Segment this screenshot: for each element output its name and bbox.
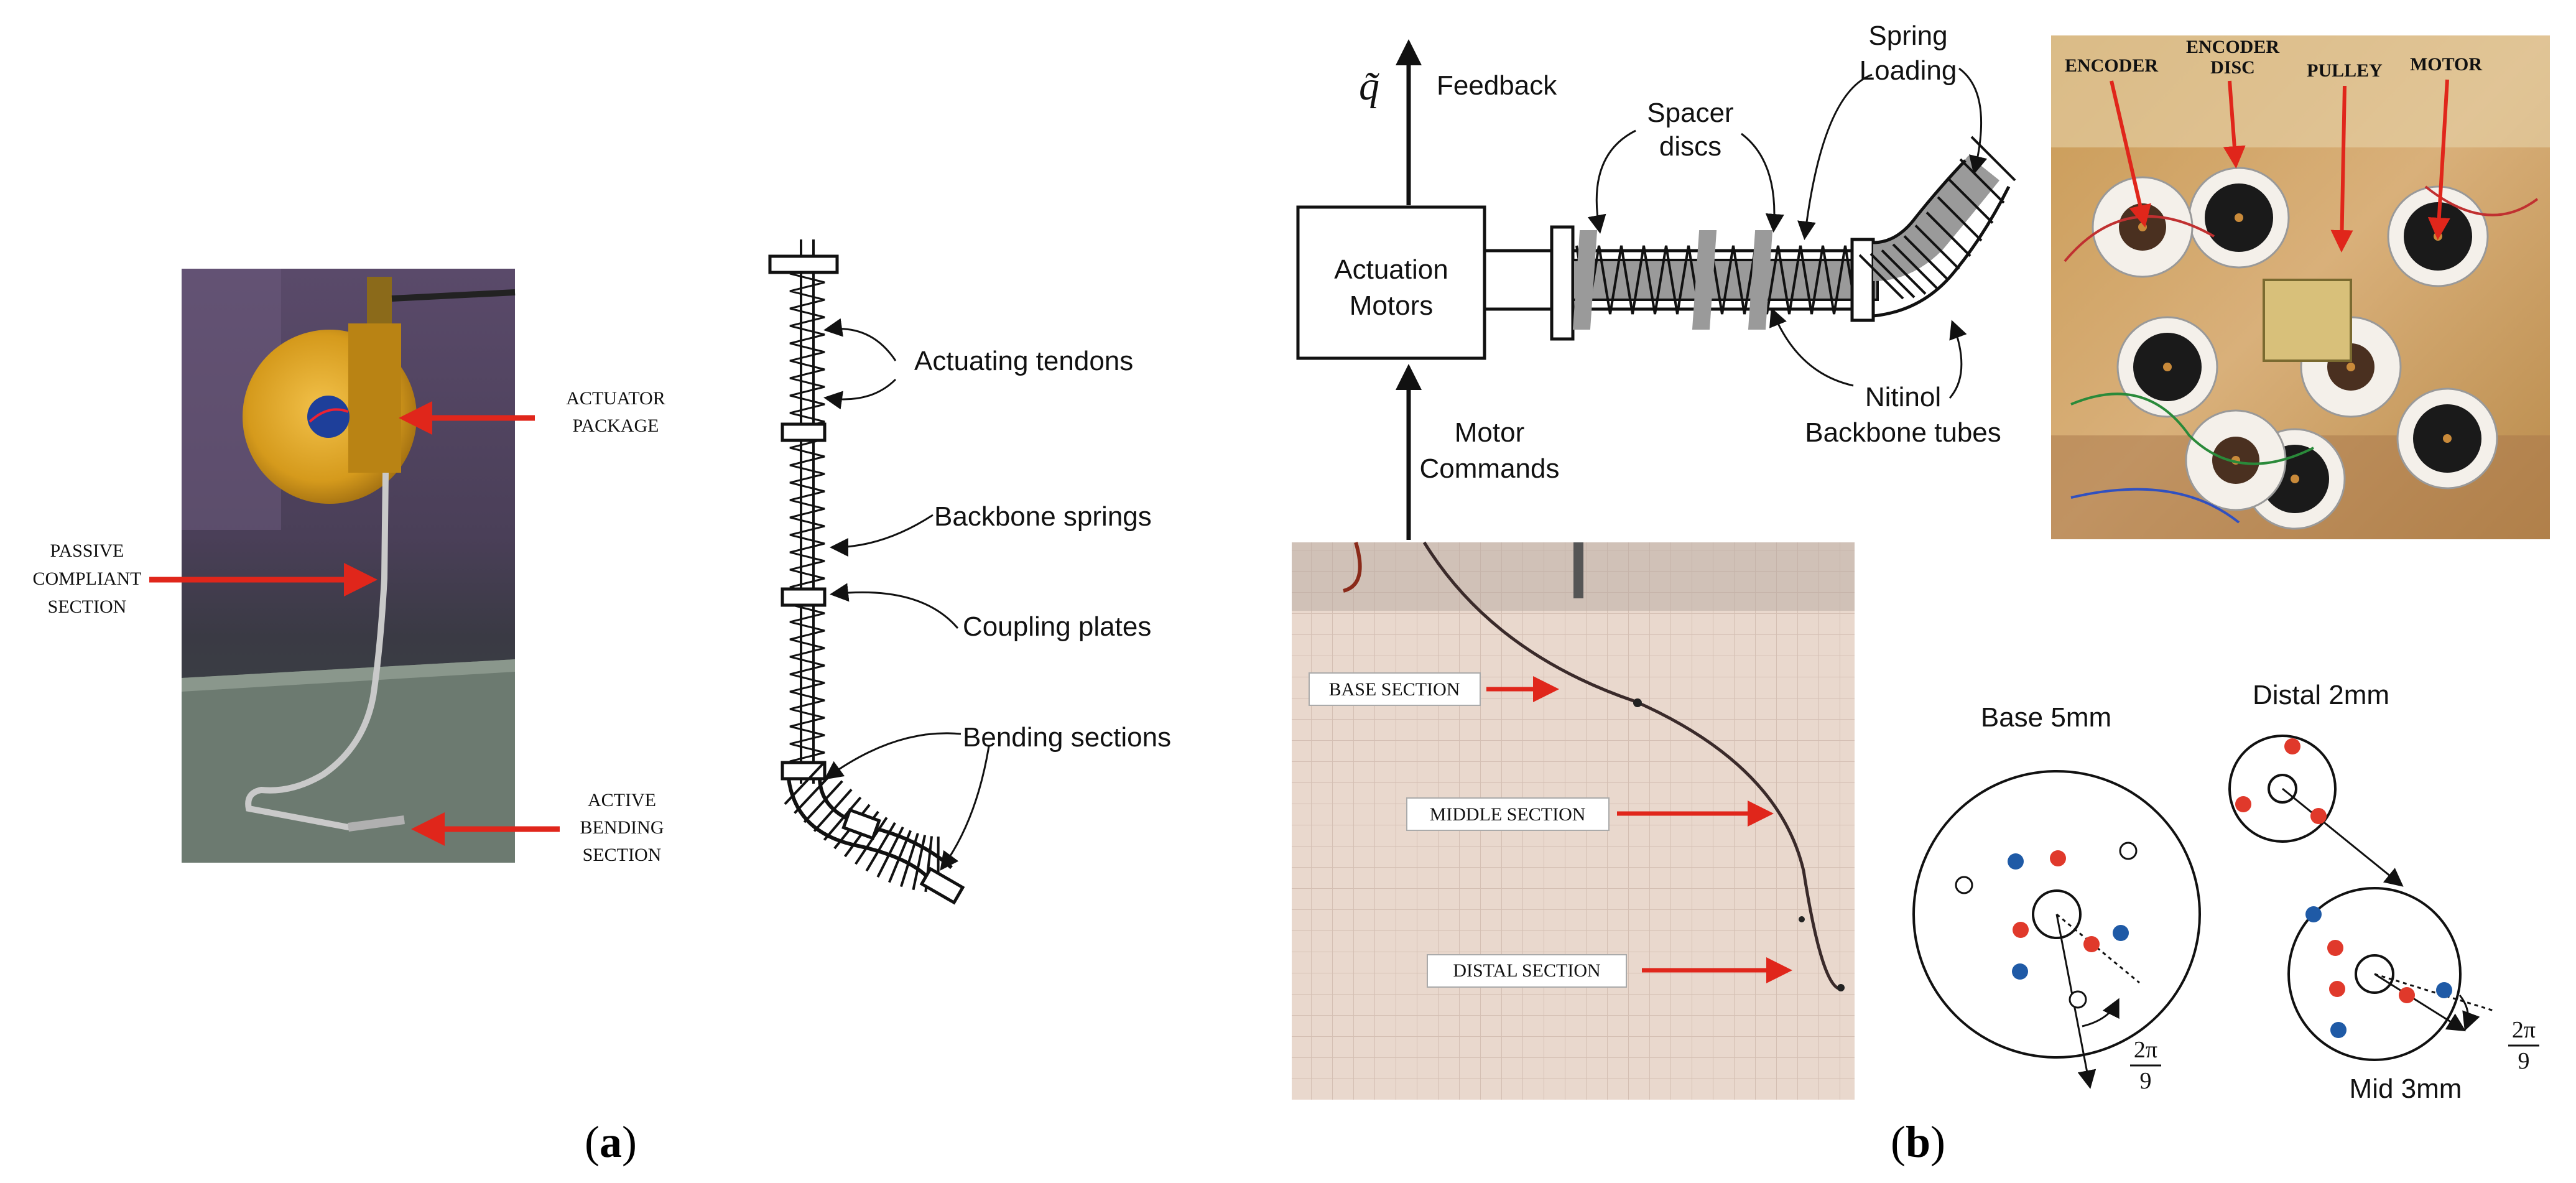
label-nitinol: Nitinol — [1865, 382, 1941, 412]
label-motors: Motors — [1350, 290, 1433, 321]
label-distal-2mm: Distal 2mm — [2253, 680, 2389, 710]
label-discs: discs — [1659, 131, 1721, 162]
hw-label-encoder: ENCODER — [2065, 55, 2158, 76]
label-actuation: Actuation — [1334, 254, 1448, 285]
nasa-logo — [307, 396, 350, 438]
label-spring: Spring — [1868, 21, 1947, 51]
label-motor: Motor — [1455, 417, 1524, 448]
label-backbone-springs: Backbone springs — [934, 501, 1152, 532]
label-middle-section: MIDDLE SECTION — [1430, 804, 1586, 825]
passive-label-line1: PASSIVE — [50, 540, 124, 561]
cross-section-mid: 2π 9 — [2287, 887, 2539, 1074]
passive-label-line2: COMPLIANT — [32, 568, 141, 589]
label-bending-sections: Bending sections — [963, 722, 1171, 753]
hw-label-encoder-disc-1: ENCODER — [2186, 37, 2279, 57]
active-label-line3: SECTION — [583, 845, 662, 865]
hw-label-motor: MOTOR — [2410, 54, 2482, 75]
panel-b: q̃ Feedback Actuation Motors Motor Comma… — [1292, 21, 2550, 1167]
caption-b: (b) — [1891, 1117, 1945, 1167]
label-base-section: BASE SECTION — [1329, 679, 1460, 700]
angle-mid-num: 2π — [2512, 1017, 2536, 1043]
label-actuating-tendons: Actuating tendons — [914, 346, 1133, 376]
cross-section-distal — [2228, 735, 2404, 887]
label-mid-3mm: Mid 3mm — [2350, 1074, 2462, 1104]
label-spacer: Spacer — [1647, 98, 1733, 128]
actuator-label-line2: PACKAGE — [573, 415, 659, 436]
label-commands: Commands — [1420, 453, 1560, 484]
hw-label-pulley: PULLEY — [2307, 60, 2383, 81]
angle-base-num: 2π — [2134, 1037, 2157, 1063]
cross-section-base: 2π 9 — [1912, 770, 2201, 1094]
passive-label-line3: SECTION — [48, 596, 127, 617]
panel-a-photo — [182, 269, 516, 863]
label-loading: Loading — [1860, 55, 1957, 86]
q-tilde-symbol: q̃ — [1359, 63, 1380, 109]
label-base-5mm: Base 5mm — [1981, 702, 2111, 733]
angle-mid-den: 9 — [2518, 1048, 2530, 1074]
active-label-line2: BENDING — [580, 817, 664, 838]
spring-schematic — [768, 239, 965, 905]
panel-a: ACTUATOR PACKAGE PASSIVE COMPLIANT SECTI… — [32, 239, 1171, 1167]
caption-a: (a) — [585, 1117, 637, 1167]
actuator-label-line1: ACTUATOR — [566, 388, 665, 409]
label-distal-section: DISTAL SECTION — [1453, 960, 1600, 981]
hardware-photo — [2051, 35, 2550, 539]
label-backbone-tubes: Backbone tubes — [1805, 417, 2001, 448]
angle-base-den: 9 — [2140, 1068, 2152, 1094]
nitinol-backbone — [1485, 136, 2016, 341]
label-coupling-plates: Coupling plates — [963, 611, 1151, 642]
label-feedback: Feedback — [1437, 70, 1557, 101]
active-label-line1: ACTIVE — [588, 790, 656, 810]
actuation-motors-box — [1296, 205, 1486, 360]
hw-label-encoder-disc-2: DISC — [2210, 57, 2255, 78]
